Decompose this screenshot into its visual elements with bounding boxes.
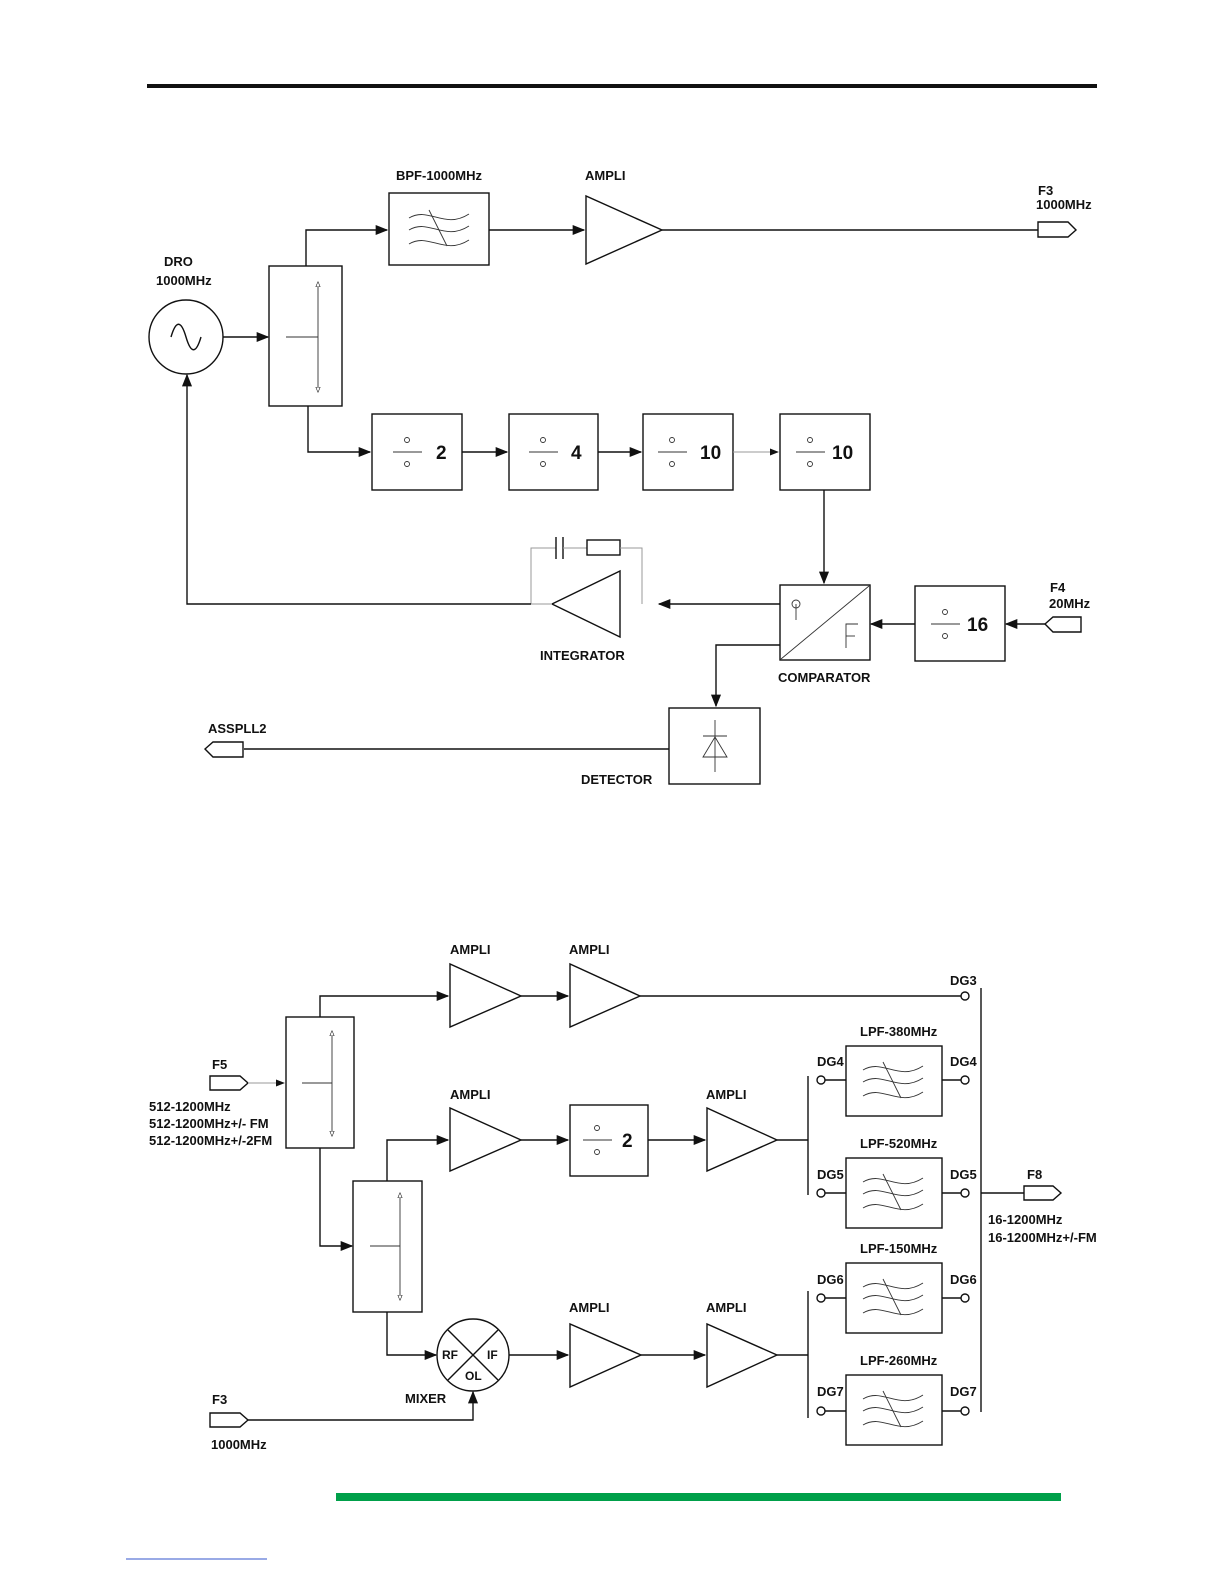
dg7-in-label: DG7 [817,1384,844,1399]
lpf-150-title: LPF-150MHz [860,1241,938,1256]
divider-16: 16 [914,585,1006,662]
top-diagram: DRO 1000MHz BPF-1000MHz AMPLI F3 1000MHz… [148,168,1092,787]
header-rule [147,84,1097,88]
lock-detector [668,707,761,785]
f5-in-connector [209,1075,250,1091]
divider-2-bottom: 2 [569,1104,649,1177]
asspll2-connector [203,741,244,758]
f3-in-freq: 1000MHz [211,1437,267,1452]
f5-range-3: 512-1200MHz+/-2FM [149,1133,272,1148]
dg5-in-label: DG5 [817,1167,844,1182]
ampli-b6 [706,1322,779,1389]
dro-freq-label: 1000MHz [156,273,212,288]
comparator-label: COMPARATOR [778,670,871,685]
feedback-resistor [586,539,621,556]
dg5-out-label: DG5 [950,1167,977,1182]
divider-10-b: 10 [779,413,871,491]
f8-out-connector [1023,1185,1063,1201]
ampli-b2 [569,962,642,1029]
divider-10a-value: 10 [700,443,721,464]
integrator-amp [550,569,621,639]
divider-10b-value: 10 [832,443,853,464]
lpf-520-title: LPF-520MHz [860,1136,938,1151]
bottom-diagram: F5 512-1200MHz 512-1200MHz+/- FM 512-120… [149,942,1097,1452]
lpf-260-title: LPF-260MHz [860,1353,938,1368]
f5-range-2: 512-1200MHz+/- FM [149,1116,269,1131]
mixer: RF IF OL [436,1318,510,1392]
f4-in-name: F4 [1050,580,1066,595]
footer-bar [336,1493,1061,1501]
mixer-label: MIXER [405,1391,447,1406]
f5-range-1: 512-1200MHz [149,1099,231,1114]
detector-label: DETECTOR [581,772,653,787]
integrator-label: INTEGRATOR [540,648,625,663]
f3-out-connector [1037,221,1078,238]
lpf-380: LPF-380MHz DG4 DG4 [816,1024,978,1117]
f8-range-2: 16-1200MHz+/-FM [988,1230,1097,1245]
mixer-if: IF [487,1348,498,1362]
ampli-b4-label: AMPLI [706,1087,746,1102]
f4-in-connector [1043,616,1082,633]
divider-16-value: 16 [967,615,988,636]
divider-2: 2 [371,413,463,491]
ampli-b1 [449,962,523,1029]
ampli-b6-label: AMPLI [706,1300,746,1315]
dg3-label: DG3 [950,973,977,988]
dro-label: DRO [164,254,193,269]
ampli-b5 [569,1322,643,1389]
ampli-b1-label: AMPLI [450,942,490,957]
lpf-260: LPF-260MHz DG7 DG7 [816,1353,977,1446]
ampli-top [585,194,664,266]
divider-2-value: 2 [436,443,447,464]
asspll2-label: ASSPLL2 [208,721,267,736]
lpf-520: LPF-520MHz DG5 DG5 [816,1136,977,1229]
f3-in-name: F3 [212,1392,227,1407]
ampli-b2-label: AMPLI [569,942,609,957]
divider-10-a: 10 [642,413,734,491]
dg7-out-label: DG7 [950,1384,977,1399]
sine-icon [170,323,202,351]
dg6-out-label: DG6 [950,1272,977,1287]
ampli-top-label: AMPLI [585,168,625,183]
power-splitter-b [352,1180,423,1313]
dg3-terminal [960,991,970,1001]
mixer-rf: RF [442,1348,458,1362]
dg6-in-label: DG6 [817,1272,844,1287]
dg4-out-label: DG4 [950,1054,978,1069]
f3-out-freq: 1000MHz [1036,197,1092,212]
power-splitter-a [285,1016,355,1149]
f8-out-name: F8 [1027,1167,1042,1182]
ampli-b3-label: AMPLI [450,1087,490,1102]
f3-out-name: F3 [1038,183,1053,198]
divider-4: 4 [508,413,599,491]
divider-2-bottom-value: 2 [622,1131,633,1152]
f5-in-name: F5 [212,1057,227,1072]
bpf-label: BPF-1000MHz [396,168,482,183]
divider-4-value: 4 [571,443,582,464]
f8-range-1: 16-1200MHz [988,1212,1063,1227]
lpf-380-title: LPF-380MHz [860,1024,938,1039]
mixer-ol: OL [465,1369,482,1383]
ampli-b3 [449,1106,523,1173]
f4-in-freq: 20MHz [1049,596,1091,611]
f3-in-connector [209,1412,250,1428]
dg4-in-label: DG4 [817,1054,845,1069]
lpf-150: LPF-150MHz DG6 DG6 [816,1241,977,1334]
ampli-b4 [706,1106,779,1173]
power-splitter-1 [268,265,343,407]
ampli-b5-label: AMPLI [569,1300,609,1315]
